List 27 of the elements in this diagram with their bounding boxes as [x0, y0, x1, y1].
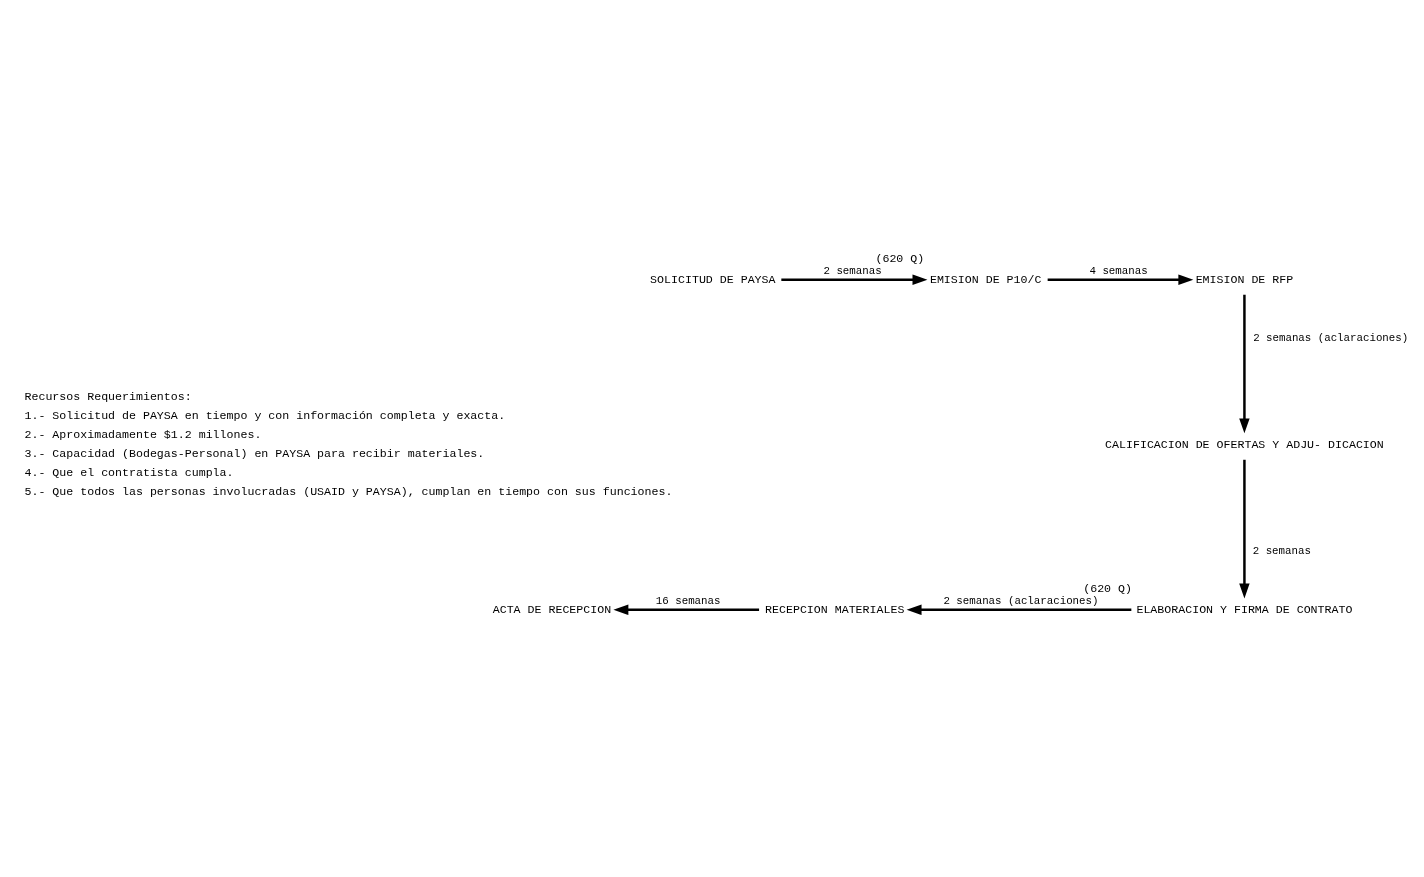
label: 1.- Solicitud de PAYSA en tiempo y con información completa y exacta.	[24, 409, 506, 423]
node-text: RECEPCION MATERIALES	[765, 602, 905, 616]
edge-label: 2 semanas	[1252, 544, 1311, 557]
arrow	[1239, 294, 1250, 434]
node-text: CALIFICACION DE OFERTAS Y ADJU- DICACION	[1105, 437, 1384, 451]
edge-label: 2 semanas	[823, 265, 882, 278]
edge-label: 16 semanas	[655, 595, 721, 608]
node-text: EMISION DE RFP	[1195, 272, 1294, 286]
label: 3.- Capacidad (Bodegas-Personal) en PAYSA para recibir materiales.	[24, 447, 485, 461]
edge-label: 2 semanas (aclaraciones)	[1253, 332, 1409, 345]
edge-label: 4 semanas	[1089, 265, 1148, 278]
arrow	[1047, 274, 1194, 285]
node-text: SOLICITUD DE PAYSA	[650, 272, 776, 286]
arrow	[613, 604, 760, 615]
arrow	[781, 274, 928, 285]
label: 4.- Que el contratista cumpla.	[24, 466, 234, 480]
label: 5.- Que todos las personas involucradas (USAID y PAYSA), cumplan en tiempo con sus funciones.	[24, 485, 673, 499]
arrow	[906, 604, 1132, 615]
node-text: ACTA DE RECEPCION	[492, 602, 612, 616]
node-text: EMISION DE P10/C	[929, 272, 1042, 286]
label: 2.- Aproximadamente $1.2 millones.	[24, 428, 262, 442]
arrow	[1239, 459, 1250, 599]
edge-label: 2 semanas (aclaraciones)	[943, 595, 1099, 608]
node-text: ELABORACION Y FIRMA DE CONTRATO	[1136, 602, 1353, 616]
node-label: (620 Q)	[1083, 581, 1132, 595]
label: Recursos Requerimientos:	[24, 390, 192, 404]
node-label: (620 Q)	[875, 251, 925, 265]
